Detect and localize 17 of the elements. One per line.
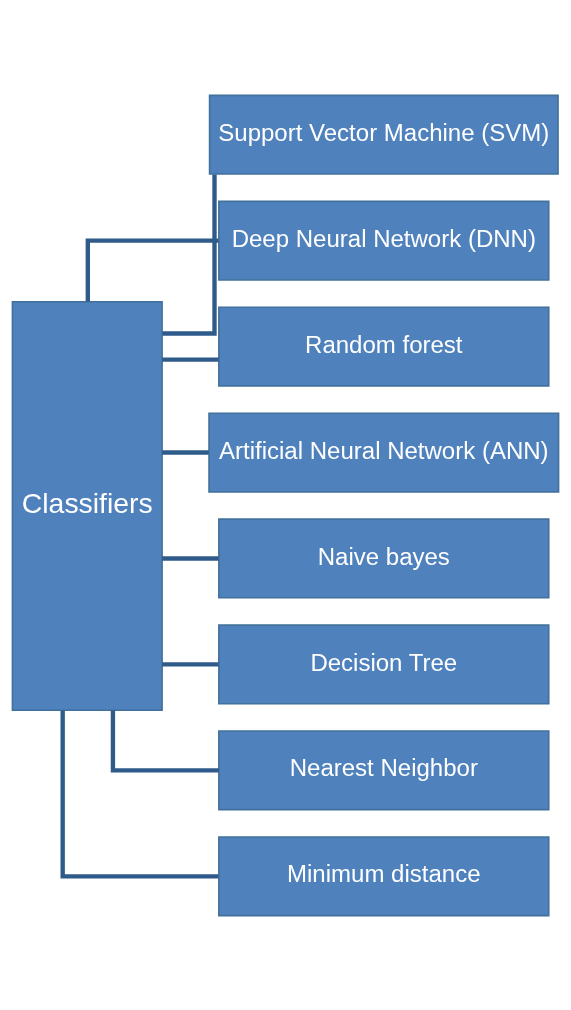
connector (162, 661, 219, 667)
node-box: Decision Tree (218, 623, 550, 705)
node-box: Naive bayes (218, 517, 550, 599)
node-box: Deep Neural Network (DNN) (218, 200, 550, 281)
connector (110, 709, 219, 773)
connector (162, 357, 219, 362)
node-box: Artificial Neural Network (ANN) (208, 411, 560, 493)
node-box: Classifiers (11, 300, 163, 711)
node-box: Support Vector Machine (SVM) (208, 94, 559, 175)
node-box: Nearest Neighbor (218, 729, 550, 810)
connector (162, 173, 217, 336)
node-box: Random forest (218, 305, 550, 387)
connector (60, 710, 219, 878)
connector (162, 555, 219, 561)
connector (85, 237, 219, 302)
connector (162, 449, 209, 455)
node-box: Minimum distance (218, 835, 550, 916)
